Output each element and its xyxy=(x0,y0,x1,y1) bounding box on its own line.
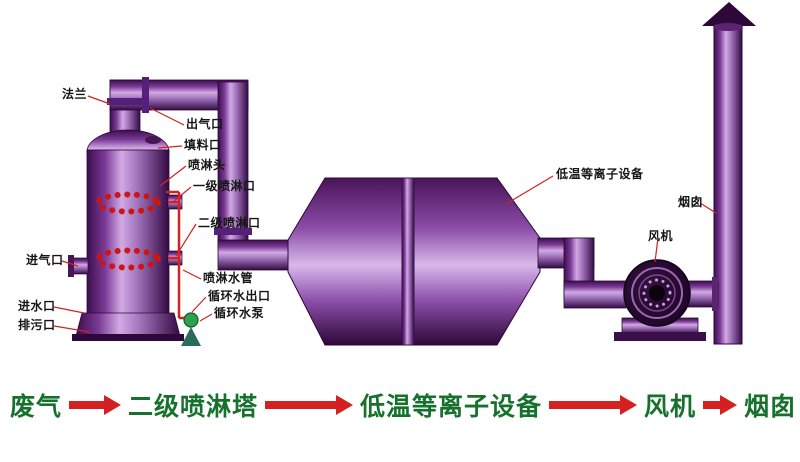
flow-step-plasma: 低温等离子设备 xyxy=(360,393,543,421)
label-gas-inlet: 进气口 xyxy=(26,253,64,267)
flow-step-chimney: 烟囱 xyxy=(744,393,797,421)
flange-ring xyxy=(142,77,149,113)
circulating-pump-graphic xyxy=(181,312,201,346)
label-spray-head: 喷淋头 xyxy=(188,158,226,172)
process-flow-bar: 废气 二级喷淋塔 低温等离子设备 风机 烟囱 xyxy=(0,388,800,422)
label-spray-water-pipe: 喷淋水管 xyxy=(203,271,254,285)
flow-arrow-icon xyxy=(549,395,638,415)
stage2-spray-ring xyxy=(95,247,161,271)
label-chimney: 烟囱 xyxy=(678,195,704,209)
label-drain-outlet: 排污口 xyxy=(18,318,56,332)
vessel-seam xyxy=(401,177,415,346)
label-stage1-spray-port: 一级喷淋口 xyxy=(193,179,256,193)
filler-cap xyxy=(145,136,161,144)
scrubber-tower-graphic xyxy=(68,129,184,341)
flow-arrow-icon xyxy=(265,395,354,415)
fan-graphic xyxy=(614,259,719,341)
flow-step-waste-gas: 废气 xyxy=(10,393,63,421)
label-stage2-spray-port: 二级喷淋口 xyxy=(198,216,261,230)
flow-arrow-icon xyxy=(69,395,122,415)
flow-step-fan: 风机 xyxy=(644,393,697,421)
gas-inlet-stub xyxy=(71,257,89,275)
gas-outlet-pipe xyxy=(107,77,295,271)
label-plasma-device: 低温等离子设备 xyxy=(556,167,644,181)
plasma-vessel-graphic xyxy=(287,177,541,346)
label-gas-outlet: 出气口 xyxy=(186,117,224,131)
label-flange: 法兰 xyxy=(62,87,88,101)
label-circulating-water-outlet: 循环水出口 xyxy=(208,289,271,303)
label-fan: 风机 xyxy=(648,229,674,243)
flange-ring xyxy=(107,98,143,105)
flow-arrow-icon xyxy=(703,395,738,415)
flow-step-scrubber: 二级喷淋塔 xyxy=(128,393,259,421)
chimney-cap xyxy=(702,2,756,26)
chimney-graphic xyxy=(702,2,756,345)
stage1-spray-ring xyxy=(95,191,161,215)
leader-lines xyxy=(53,95,717,333)
label-filler-port: 填料口 xyxy=(184,138,222,152)
fan-bolt-ring xyxy=(642,278,672,308)
label-water-inlet: 进水口 xyxy=(18,299,56,313)
label-circulating-water-pump: 循环水泵 xyxy=(214,306,265,320)
flange-ring xyxy=(214,228,252,235)
duct-to-fan xyxy=(537,237,627,309)
